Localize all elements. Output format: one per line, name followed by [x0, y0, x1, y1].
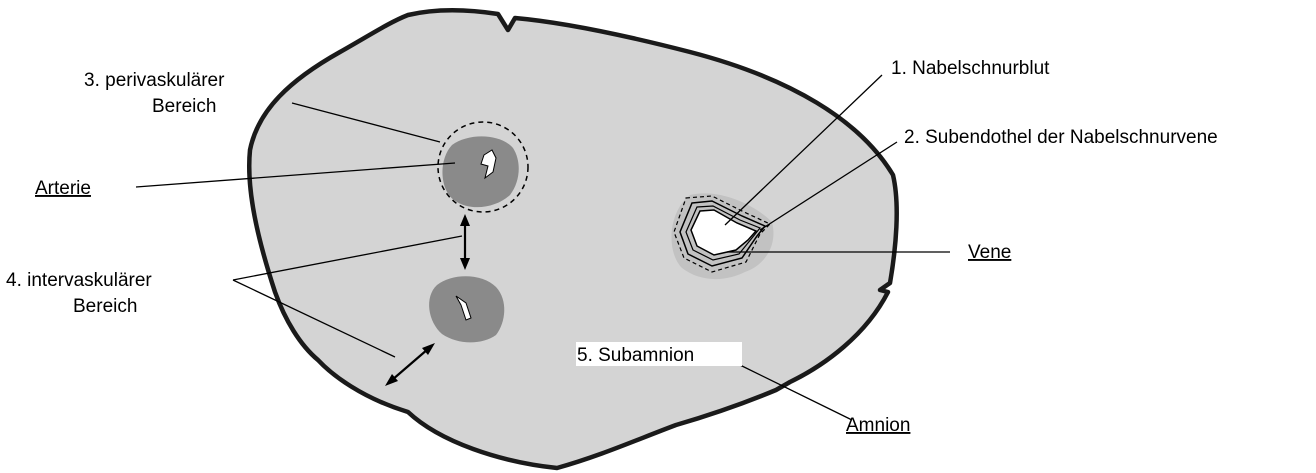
label-amnion: Amnion — [846, 415, 910, 436]
label-perivascular-2: Bereich — [152, 96, 216, 117]
label-intervascular-2: Bereich — [73, 296, 137, 317]
label-perivascular-1: 3. perivaskulärer — [84, 70, 225, 91]
cord-cross-section — [249, 10, 896, 468]
label-vein: Vene — [968, 242, 1011, 263]
artery-upper — [442, 136, 518, 207]
label-cord-blood: 1. Nabelschnurblut — [891, 58, 1050, 79]
label-artery: Arterie — [35, 178, 91, 199]
label-subendothelium: 2. Subendothel der Nabelschnurvene — [904, 127, 1218, 148]
label-subamnion: 5. Subamnion — [577, 345, 694, 366]
label-intervascular-1: 4. intervaskulärer — [6, 270, 152, 291]
